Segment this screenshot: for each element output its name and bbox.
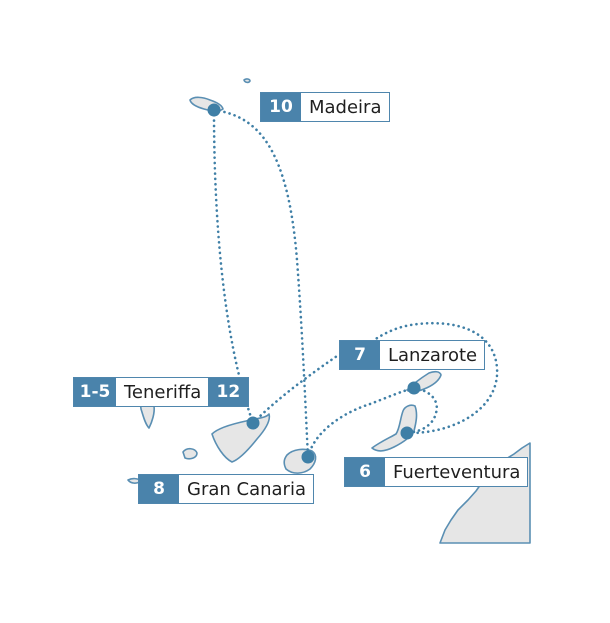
destination-name: Fuerteventura	[393, 461, 521, 483]
label-lanzarote[interactable]: 7 Lanzarote	[339, 340, 486, 370]
label-madeira[interactable]: 10 Madeira	[260, 92, 390, 122]
route-madeira-gran-canaria	[212, 108, 310, 459]
island-fuerteventura	[371, 404, 418, 452]
route-gran-canaria-lanzarote	[306, 386, 416, 459]
port-marker-icon[interactable]	[246, 416, 260, 430]
island-porto-santo	[243, 78, 251, 84]
day-badge: 8	[139, 475, 179, 503]
port-marker-icon[interactable]	[400, 426, 414, 440]
label-teneriffa[interactable]: 1-5 Teneriffa 12	[73, 377, 250, 407]
destination-name: Teneriffa	[124, 381, 202, 403]
route-madeira-teneriffa	[212, 108, 255, 425]
route-teneriffa-lanzarote-label	[251, 354, 339, 425]
label-gran-canaria[interactable]: 8 Gran Canaria	[138, 474, 314, 504]
destination-name: Madeira	[309, 96, 382, 118]
day-badge: 6	[345, 458, 385, 486]
port-marker-icon[interactable]	[407, 381, 421, 395]
port-marker-icon[interactable]	[301, 450, 315, 464]
day-badge-end: 12	[208, 378, 249, 406]
island-tenerife	[211, 413, 271, 463]
route-lanzarote-fuerteventura	[405, 386, 439, 435]
day-badge: 10	[261, 93, 301, 121]
label-fuerteventura[interactable]: 6 Fuerteventura	[344, 457, 529, 487]
route-fuerteventura-loop	[372, 321, 499, 435]
day-badge-start: 1-5	[74, 378, 116, 406]
destination-name: Lanzarote	[388, 344, 478, 366]
island-la-gomera	[182, 447, 198, 460]
port-marker-icon[interactable]	[207, 103, 221, 117]
day-badge: 7	[340, 341, 380, 369]
destination-name: Gran Canaria	[187, 478, 306, 500]
